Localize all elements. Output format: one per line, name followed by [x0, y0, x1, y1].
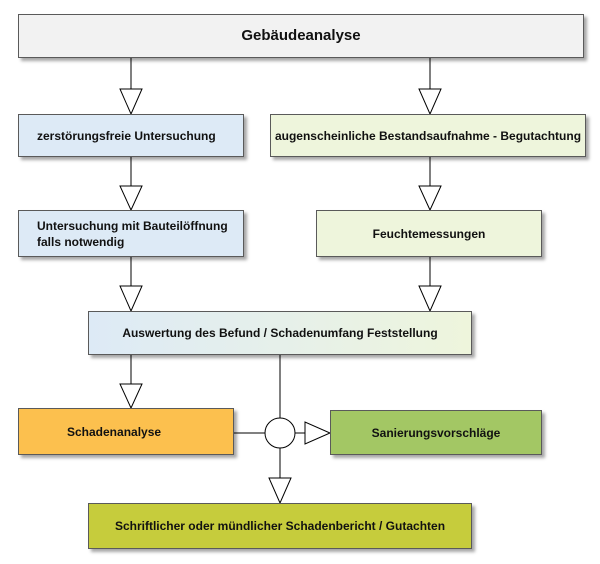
box-damage-analysis: Schadenanalyse [18, 408, 234, 455]
box-visual-inventory: augenscheinliche Bestandsaufnahme - Begu… [270, 114, 586, 157]
arrow-head-icon [119, 285, 143, 313]
arrow-head-icon [119, 88, 143, 116]
arrow-head-icon [304, 421, 332, 445]
opening-label-line1: Untersuchung mit Bauteilöffnung [37, 218, 228, 233]
opening-label-line2: falls notwendig [37, 234, 125, 249]
arrow-head-icon [418, 285, 442, 313]
arrow-head-icon [119, 185, 143, 212]
report-label: Schriftlicher oder mündlicher Schadenber… [114, 519, 446, 533]
arrow-head-icon [418, 185, 442, 212]
visual-inventory-label: augenscheinliche Bestandsaufnahme - Begu… [274, 128, 582, 143]
arrow-head-icon [119, 383, 143, 410]
junction-circle-icon [264, 417, 296, 449]
moisture-label: Feuchtemessungen [372, 226, 486, 241]
damage-analysis-label: Schadenanalyse [67, 424, 162, 439]
box-opening: Untersuchung mit Bauteilöffnung falls no… [18, 210, 244, 257]
evaluation-label: Auswertung des Befund / Schadenumfang Fe… [122, 326, 438, 340]
box-moisture: Feuchtemessungen [316, 210, 542, 257]
arrow-head-icon [418, 88, 442, 116]
box-renovation: Sanierungsvorschläge [330, 410, 542, 455]
arrow-head-icon [268, 477, 292, 505]
title-label: Gebäudeanalyse [241, 27, 361, 44]
box-title: Gebäudeanalyse [18, 14, 584, 58]
nondestructive-label: zerstörungsfreie Untersuchung [37, 128, 216, 143]
box-evaluation: Auswertung des Befund / Schadenumfang Fe… [88, 311, 472, 355]
renovation-label: Sanierungsvorschläge [371, 425, 501, 440]
box-nondestructive: zerstörungsfreie Untersuchung [18, 114, 244, 157]
box-report: Schriftlicher oder mündlicher Schadenber… [88, 503, 472, 549]
